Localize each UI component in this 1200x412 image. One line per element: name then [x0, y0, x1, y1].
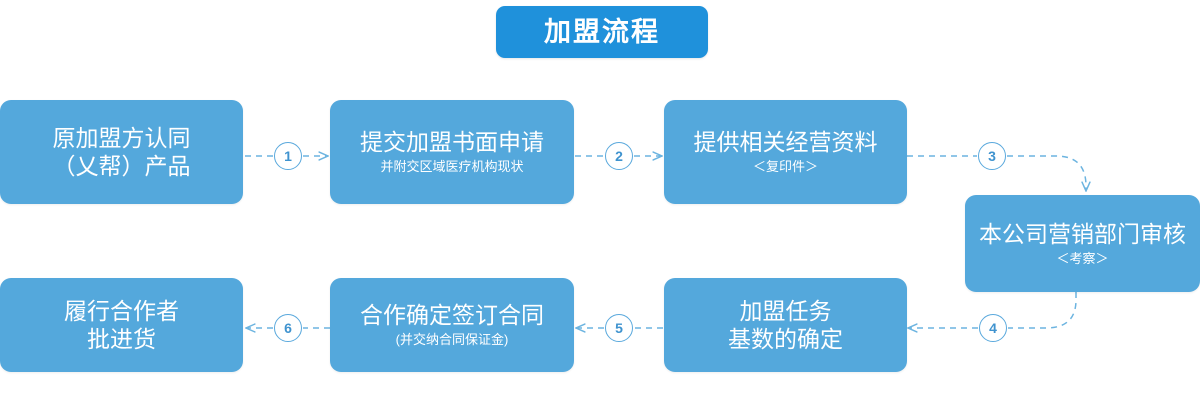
- step-marker-2[interactable]: 2: [605, 142, 633, 170]
- step-number: 6: [284, 320, 292, 336]
- node-subtitle: (并交纳合同保证金): [395, 332, 509, 348]
- node-subtitle: ＜复印件＞: [752, 159, 818, 175]
- node-line: （乂帮）产品: [52, 153, 191, 179]
- step-marker-4[interactable]: 4: [979, 314, 1007, 342]
- step-number: 5: [615, 320, 623, 336]
- step-marker-5[interactable]: 5: [605, 314, 633, 342]
- step-number: 1: [284, 148, 292, 164]
- node-line: 原加盟方认同: [52, 124, 191, 151]
- node-line: 基数的确定: [728, 326, 843, 352]
- process-node-fulfill-purchase[interactable]: 履行合作者 批进货: [0, 278, 243, 372]
- process-node-provide-materials[interactable]: 提供相关经营资料 ＜复印件＞: [664, 100, 907, 204]
- page-title: 加盟流程: [544, 16, 660, 47]
- node-line: 加盟任务: [739, 297, 832, 324]
- node-line: 批进货: [87, 326, 156, 352]
- step-marker-3[interactable]: 3: [978, 142, 1006, 170]
- step-marker-1[interactable]: 1: [274, 142, 302, 170]
- step-number: 4: [989, 320, 997, 336]
- node-line: 合作确定签订合同: [360, 302, 544, 329]
- node-subtitle: 并附交区域医疗机构现状: [380, 159, 524, 175]
- process-node-marketing-review[interactable]: 本公司营销部门审核 ＜考察＞: [965, 195, 1200, 292]
- process-node-task-base[interactable]: 加盟任务 基数的确定: [664, 278, 907, 372]
- process-node-submit-application[interactable]: 提交加盟书面申请 并附交区域医疗机构现状: [330, 100, 574, 204]
- process-node-sign-contract[interactable]: 合作确定签订合同 (并交纳合同保证金): [330, 278, 574, 372]
- node-line: 提供相关经营资料: [693, 129, 878, 156]
- node-line: 提交加盟书面申请: [360, 129, 544, 156]
- step-number: 3: [988, 148, 996, 164]
- process-node-original-partner[interactable]: 原加盟方认同 （乂帮）产品: [0, 100, 243, 204]
- connector-3b: [1007, 155, 1086, 191]
- node-line: 本公司营销部门审核: [979, 220, 1186, 247]
- node-line: 履行合作者: [64, 297, 179, 324]
- node-subtitle: ＜考察＞: [1056, 250, 1109, 266]
- step-number: 2: [615, 148, 623, 164]
- flowchart-title-badge: 加盟流程: [496, 6, 708, 58]
- connector-4a: [1008, 292, 1077, 329]
- step-marker-6[interactable]: 6: [274, 314, 302, 342]
